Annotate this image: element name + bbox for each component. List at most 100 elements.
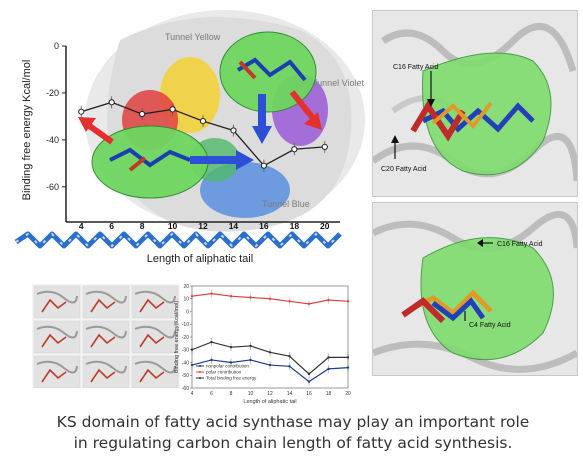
x-axis-label: Length of aliphatic tail bbox=[147, 253, 253, 265]
series-point bbox=[229, 361, 233, 364]
legend-label: Total binding free energy bbox=[206, 376, 257, 381]
ligand-stick bbox=[41, 333, 67, 348]
structure-cell bbox=[33, 355, 81, 388]
molecule-panel-top-svg: C16 Fatty Acid C20 Fatty Acid bbox=[373, 22, 577, 182]
ligand-stick bbox=[139, 368, 165, 383]
series-point bbox=[229, 295, 233, 298]
tunnel-yellow-label: Tunnel Yellow bbox=[165, 32, 221, 42]
chart-x-tick-label: 18 bbox=[326, 391, 332, 397]
protein-ribbon bbox=[85, 360, 127, 374]
arrow-blue-right bbox=[190, 150, 254, 170]
caption-line-2: in regulating carbon chain length of fat… bbox=[73, 434, 513, 452]
chart-y-tick-label: 10 bbox=[183, 297, 189, 303]
structure-grid-svg bbox=[33, 285, 179, 388]
chart-x-tick-label: 12 bbox=[267, 391, 273, 397]
arrow-blue-down bbox=[252, 94, 272, 144]
chart-y-tick-label: -20 bbox=[182, 335, 189, 341]
series-point bbox=[346, 300, 350, 303]
x-tick-label: 8 bbox=[140, 221, 145, 231]
legend-marker bbox=[199, 365, 201, 367]
caption-line-1: KS domain of fatty acid synthase may pla… bbox=[56, 413, 530, 431]
series-point bbox=[249, 296, 252, 299]
legend-marker bbox=[199, 377, 201, 379]
series-point bbox=[288, 365, 291, 368]
protein-ribbon bbox=[36, 290, 78, 304]
ligand-right-red bbox=[238, 60, 257, 80]
ligand-stick bbox=[41, 298, 67, 313]
label-c20: C20 Fatty Acid bbox=[381, 166, 427, 173]
data-point bbox=[108, 99, 115, 106]
chart-x-tick-label: 4 bbox=[191, 391, 194, 397]
x-tick-label: 6 bbox=[109, 221, 114, 231]
ligand-stick bbox=[90, 298, 116, 313]
protein-ribbon bbox=[134, 290, 176, 304]
chart-y-tick-label: -50 bbox=[182, 373, 189, 379]
x-tick-label: 4 bbox=[79, 221, 84, 231]
series-point bbox=[327, 367, 330, 371]
series-point bbox=[268, 351, 272, 354]
series-point bbox=[307, 380, 311, 383]
chart-y-tick-label: 0 bbox=[186, 309, 189, 315]
pocket-mesh bbox=[420, 237, 554, 361]
figure-caption: KS domain of fatty acid synthase may pla… bbox=[6, 412, 580, 454]
series-point bbox=[268, 363, 272, 367]
series-point bbox=[288, 300, 291, 303]
molecule-panel-bottom-svg: C16 Fatty Acid C4 Fatty Acid bbox=[373, 210, 577, 373]
binding-energy-figure: Tunnel Yellow Tunnel Violet Tunnel Blue … bbox=[0, 0, 368, 268]
series-point bbox=[346, 366, 350, 369]
chart-x-tick-label: 6 bbox=[210, 391, 213, 397]
y-tick-label: -60 bbox=[46, 182, 59, 192]
chart-x-tick-label: 20 bbox=[345, 391, 351, 397]
series-point bbox=[327, 298, 330, 302]
series-point bbox=[327, 356, 330, 359]
y-tick-label: 0 bbox=[54, 41, 59, 51]
binding-energy-svg: Tunnel Yellow Tunnel Violet Tunnel Blue … bbox=[14, 10, 365, 265]
data-point bbox=[199, 117, 207, 125]
series-point bbox=[210, 292, 213, 295]
series-point bbox=[210, 340, 213, 344]
series-point bbox=[307, 302, 311, 306]
series-point bbox=[190, 363, 194, 367]
molecule-panel-top: C16 Fatty Acid C20 Fatty Acid bbox=[372, 10, 578, 197]
chart-y-tick-label: -40 bbox=[182, 360, 189, 366]
protein-ribbon bbox=[36, 325, 78, 339]
data-point bbox=[230, 127, 237, 134]
series-point bbox=[307, 372, 311, 376]
structure-grid-cells bbox=[33, 285, 179, 388]
series-point bbox=[268, 297, 272, 300]
fatty-acid-chain bbox=[14, 231, 342, 249]
arrow-red-right bbox=[289, 90, 322, 130]
plot-area bbox=[191, 285, 349, 389]
legend-label: nonpolar contribution bbox=[206, 364, 249, 369]
protein-ribbon bbox=[36, 360, 78, 374]
protein-ribbon bbox=[85, 290, 127, 304]
series-point bbox=[190, 348, 194, 351]
x-tick-label: 10 bbox=[168, 221, 178, 231]
ligand-c16 bbox=[431, 101, 493, 130]
data-point bbox=[169, 106, 176, 113]
ligand-blue bbox=[421, 102, 535, 133]
label-c16: C16 Fatty Acid bbox=[497, 241, 543, 248]
structure-grid bbox=[32, 284, 180, 388]
chart-y-tick-label: -30 bbox=[182, 348, 189, 354]
protein-ribbon bbox=[134, 325, 176, 339]
x-tick-label: 14 bbox=[229, 221, 239, 231]
data-point bbox=[260, 162, 267, 169]
x-tick-label: 18 bbox=[290, 221, 300, 231]
chart-x-tick-label: 14 bbox=[287, 391, 293, 397]
chart-y-tick-label: 20 bbox=[183, 284, 189, 290]
chart-x-label: Length of aliphatic tail bbox=[243, 399, 296, 405]
label-c16: C16 Fatty Acid bbox=[393, 64, 439, 71]
ligand-stick bbox=[90, 368, 116, 383]
legend-label: polar contribution bbox=[206, 370, 242, 375]
data-point bbox=[78, 108, 85, 115]
chart-y-tick-label: -10 bbox=[182, 322, 189, 328]
molecule-panel-bottom: C16 Fatty Acid C4 Fatty Acid bbox=[372, 202, 578, 376]
label-c4: C4 Fatty Acid bbox=[469, 322, 511, 329]
protein-ribbon bbox=[85, 325, 127, 339]
ligand-left bbox=[109, 147, 191, 168]
y-tick-label: -40 bbox=[46, 135, 59, 145]
